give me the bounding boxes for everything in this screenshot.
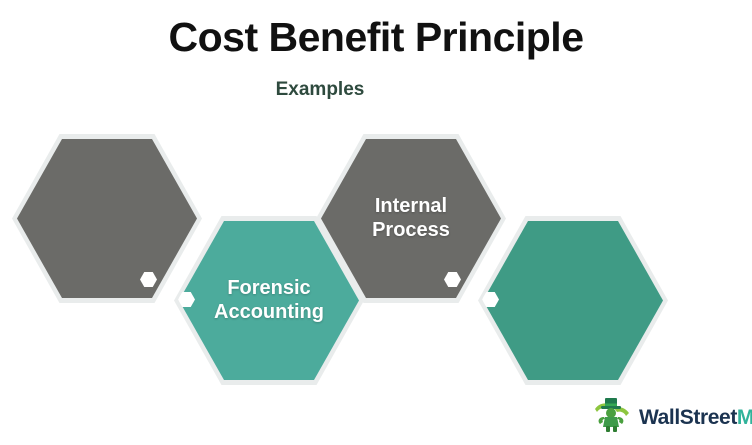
logo-wordmark-secondary: Mojo bbox=[736, 405, 752, 429]
hexagon-2-marker-dot bbox=[178, 292, 195, 307]
hexagon-3-label-line2: Process bbox=[372, 218, 450, 241]
page-title: Cost Benefit Principle bbox=[168, 14, 584, 60]
hexagon-2-label: Forensic Accounting bbox=[208, 277, 330, 324]
hexagon-2-label-line1: Forensic bbox=[227, 276, 311, 299]
page-subtitle: Examples bbox=[275, 79, 365, 100]
logo-wordmark: WallStreetMojo bbox=[639, 406, 752, 430]
hexagon-4[interactable] bbox=[483, 221, 663, 380]
hexagon-3-label: Internal Process bbox=[366, 195, 456, 242]
hexagon-1[interactable] bbox=[17, 139, 197, 298]
hexagon-3-marker-dot bbox=[444, 272, 461, 287]
wallstreetmojo-logo[interactable]: WallStreetMojo bbox=[592, 396, 752, 439]
logo-wordmark-primary: WallStreet bbox=[639, 405, 737, 429]
wallstreetmojo-mascot-icon bbox=[592, 396, 632, 439]
hexagon-4-marker-dot bbox=[482, 292, 499, 307]
hexagon-2-label-line2: Accounting bbox=[214, 300, 324, 323]
hexagon-1-marker-dot bbox=[140, 272, 157, 287]
hexagon-3-label-line1: Internal bbox=[374, 194, 448, 217]
